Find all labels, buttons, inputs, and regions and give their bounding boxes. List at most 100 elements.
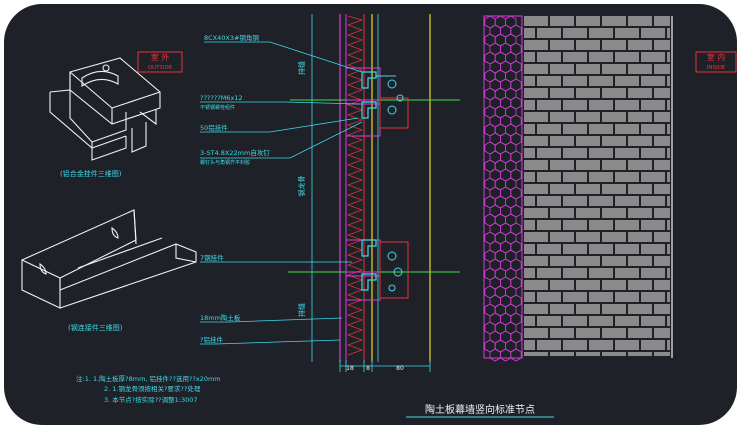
brick	[576, 208, 600, 218]
brick	[524, 280, 548, 290]
brick	[667, 316, 670, 326]
brick	[615, 292, 639, 302]
brick	[602, 184, 626, 194]
brick	[667, 268, 670, 278]
note-0: 注:1. 1.陶土板厚?8mm, 铝挂件??选用??x20mm	[76, 374, 221, 383]
outside-label-en: OUTSIDE	[148, 65, 173, 71]
brick	[602, 304, 626, 314]
brick	[667, 148, 670, 158]
brick	[667, 292, 670, 302]
lower-joint-detail	[345, 239, 409, 301]
outside-label-box	[137, 51, 183, 73]
brick	[628, 280, 652, 290]
brick	[654, 160, 670, 170]
brick	[589, 244, 613, 254]
brick	[524, 220, 535, 230]
brick	[524, 124, 535, 134]
brick	[628, 328, 652, 338]
brick	[589, 292, 613, 302]
brick	[667, 76, 670, 86]
lower-aluminum-hanger-2	[361, 273, 377, 291]
brick	[654, 304, 670, 314]
brick	[537, 148, 561, 158]
callout-5: 螺钉头与角钢齐平封胶	[200, 159, 250, 166]
brick	[615, 28, 639, 38]
brick	[641, 148, 665, 158]
brick	[550, 16, 574, 26]
brick	[589, 196, 613, 206]
brick	[589, 340, 613, 350]
brick	[602, 136, 626, 146]
lower-bracket-box	[379, 241, 409, 299]
vertical-label-0: 排缝	[297, 61, 306, 75]
dim-2: 80	[396, 365, 404, 372]
brick	[524, 268, 535, 278]
brick	[654, 280, 670, 290]
brick	[602, 256, 626, 266]
brick	[537, 268, 561, 278]
brick	[537, 76, 561, 86]
brick	[537, 196, 561, 206]
brick	[589, 268, 613, 278]
brick	[537, 244, 561, 254]
brick	[667, 244, 670, 254]
brick	[524, 328, 548, 338]
inside-label-cn: 室 内	[707, 52, 726, 62]
brick-wall	[524, 16, 670, 356]
dimension-lines	[339, 360, 431, 372]
steel-connector-iso	[21, 209, 197, 309]
lower-aluminum-hanger	[361, 239, 377, 257]
brick	[576, 160, 600, 170]
brick	[537, 172, 561, 182]
drawing-title: 陶土板幕墙竖向标准节点	[425, 403, 535, 416]
brick	[654, 352, 670, 356]
brick	[524, 340, 535, 350]
brick	[654, 208, 670, 218]
brick	[576, 16, 600, 26]
brick	[667, 124, 670, 134]
dim-0: 18	[346, 365, 354, 372]
brick	[641, 292, 665, 302]
brick	[628, 256, 652, 266]
note-2: 3. 本节点?按实际??调整1:3007	[104, 395, 198, 404]
brick	[563, 28, 587, 38]
brick	[641, 340, 665, 350]
brick	[563, 52, 587, 62]
brick	[563, 172, 587, 182]
insulation-hex	[499, 348, 512, 362]
insulation-boundary	[483, 15, 523, 359]
brick	[615, 316, 639, 326]
brick	[563, 340, 587, 350]
upper-bolt-3	[396, 94, 404, 102]
brick	[615, 172, 639, 182]
callout-6: 7钢挂件	[200, 253, 224, 262]
brick	[563, 292, 587, 302]
brick	[628, 112, 652, 122]
brick	[641, 268, 665, 278]
brick	[602, 64, 626, 74]
brick	[602, 232, 626, 242]
brick	[576, 136, 600, 146]
brick	[628, 136, 652, 146]
brick	[654, 232, 670, 242]
brick	[576, 112, 600, 122]
brick	[563, 244, 587, 254]
lower-bolt-1	[387, 251, 397, 261]
brick	[550, 136, 574, 146]
insulation-hex	[489, 348, 501, 362]
callout-leaders	[200, 41, 363, 345]
brick	[563, 100, 587, 110]
brick	[667, 220, 670, 230]
brick	[563, 148, 587, 158]
brick	[524, 100, 535, 110]
brick	[576, 40, 600, 50]
brick	[602, 40, 626, 50]
brick	[628, 208, 652, 218]
brick	[589, 28, 613, 38]
brick	[524, 136, 548, 146]
brick	[641, 52, 665, 62]
upper-aluminum-hanger-2	[361, 101, 377, 119]
brick	[615, 100, 639, 110]
brick	[524, 244, 535, 254]
dim-1: 8	[366, 365, 370, 372]
